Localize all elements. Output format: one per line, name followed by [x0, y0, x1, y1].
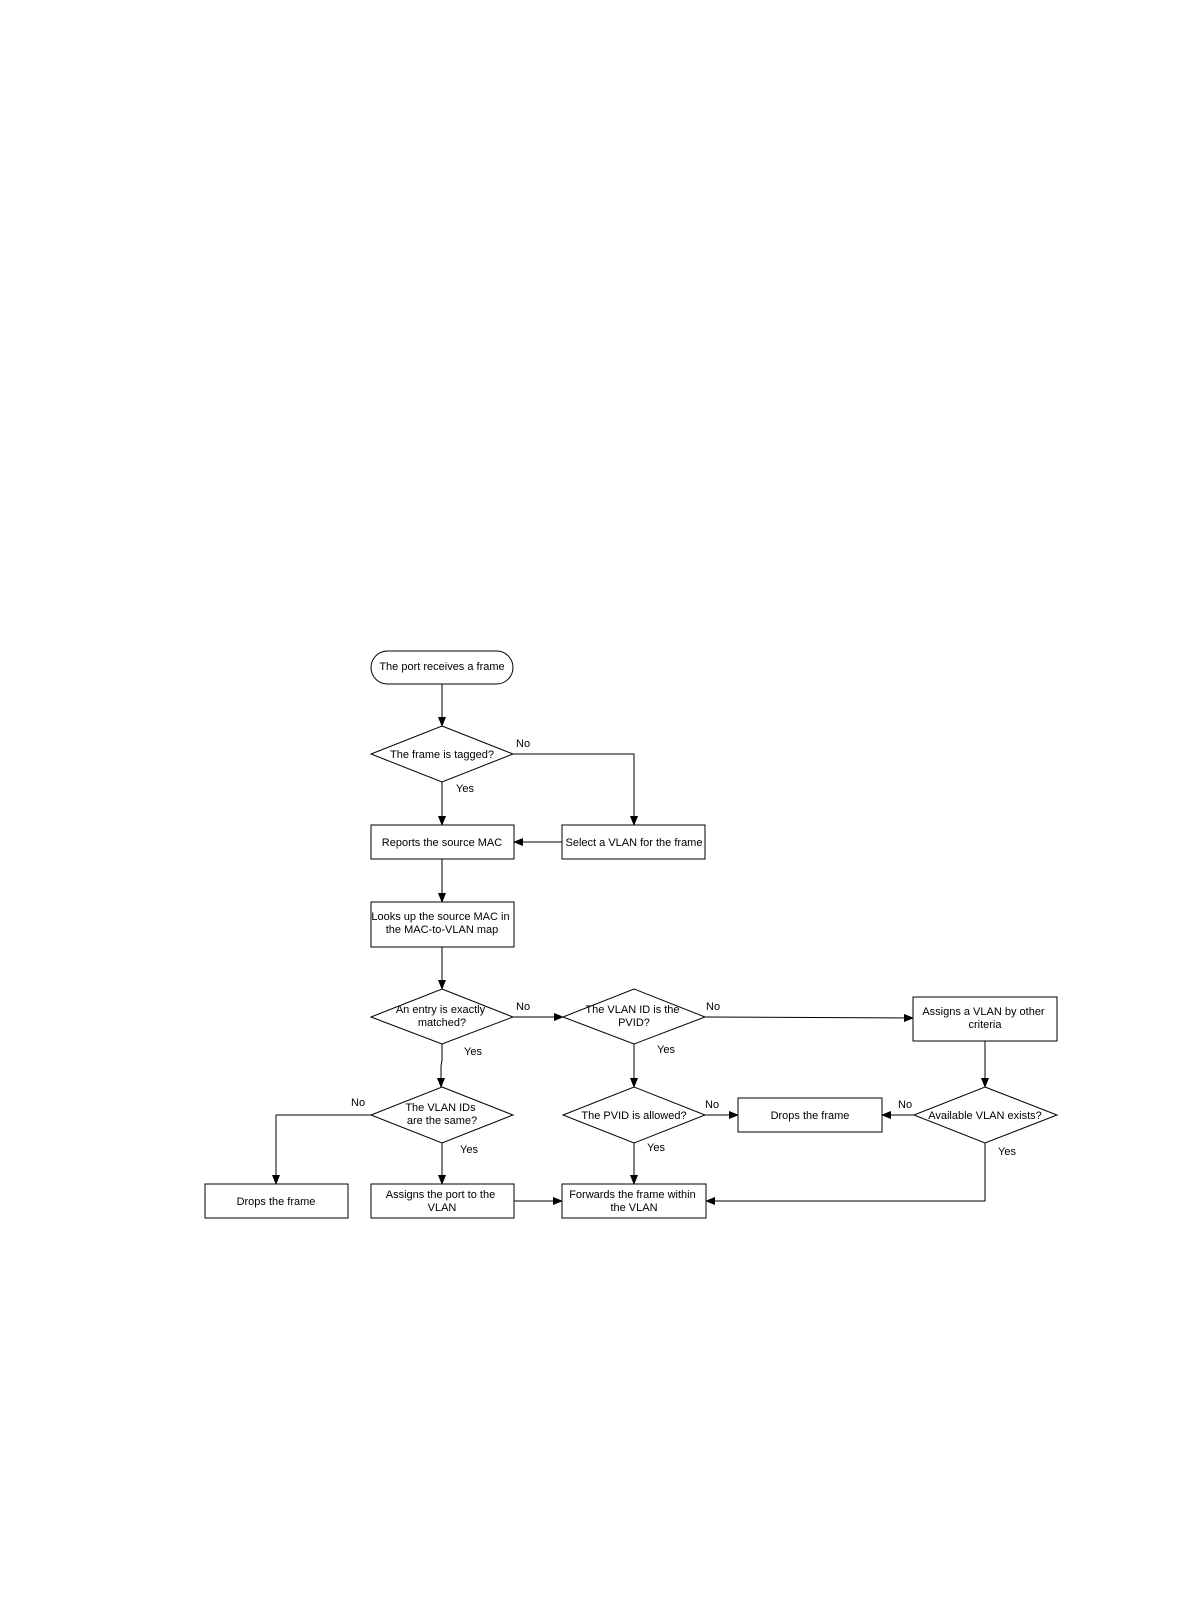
drops-mid-line-1: Drops the frame — [771, 1110, 850, 1122]
select-vlan-box: Select a VLAN for the frame — [561, 824, 706, 860]
forward-line-2: the VLAN — [610, 1202, 657, 1214]
report-mac-line-1: Reports the source MAC — [382, 837, 502, 849]
svg-text:Looks up the source MAC in: Looks up the source MAC in the MAC-to-VL… — [371, 911, 512, 936]
assign-port-line-1: Assigns the port to the — [386, 1189, 495, 1201]
start-terminator: The port receives a frame — [370, 650, 514, 685]
svg-text:Forwards the frame within: Forwards the frame within the VLAN — [569, 1189, 699, 1214]
assign-other-line-1: Assigns a VLAN by other — [922, 1006, 1045, 1018]
svg-text:Assigns the port to the: Assigns the port to the VLAN — [386, 1189, 499, 1214]
vlan-ids-same-line-2: are the same? — [407, 1115, 477, 1127]
forward-line-1: Forwards the frame within — [569, 1189, 696, 1201]
drops-frame-mid-box: Drops the frame — [737, 1097, 883, 1133]
svg-text:An entry is exactly ma: An entry is exactly matched? — [396, 1004, 488, 1029]
label-available-no: No — [898, 1099, 912, 1111]
drops-frame-left-box: Drops the frame — [204, 1183, 349, 1219]
connectors — [272, 684, 989, 1205]
edge-pvid-no-to-assign-other — [704, 1013, 914, 1022]
svg-text:The VLAN ID is the PVI: The VLAN ID is the PVID? — [585, 1004, 682, 1029]
pvid-allowed-decision: The PVID is allowed? — [561, 1086, 707, 1144]
lookup-mac-line-2: the MAC-to-VLAN map — [386, 924, 498, 936]
vlan-ids-same-line-1: The VLAN IDs — [405, 1102, 476, 1114]
edge-same-no-to-drops-left — [272, 1114, 371, 1185]
drops-left-line-1: Drops the frame — [237, 1196, 316, 1208]
svg-text:Drops the frame: Drops the frame — [771, 1110, 850, 1122]
lookup-mac-box: Looks up the source MAC in the MAC-to-VL… — [370, 901, 515, 948]
edge-tagged-no-to-select — [513, 753, 638, 826]
vlan-is-pvid-line-1: The VLAN ID is the — [585, 1004, 679, 1016]
nodes: The port receives a frame The frame is t… — [204, 650, 1059, 1219]
label-available-yes: Yes — [998, 1146, 1016, 1158]
svg-text:Drops the frame: Drops the frame — [237, 1196, 316, 1208]
entry-matched-line-2: matched? — [418, 1017, 466, 1029]
assign-other-line-2: criteria — [968, 1019, 1002, 1031]
label-allowed-yes: Yes — [647, 1142, 665, 1154]
svg-text:Reports the source MAC: Reports the source MAC — [382, 837, 502, 849]
vlan-ids-same-decision: The VLAN IDs are the same? — [369, 1086, 515, 1144]
label-same-yes: Yes — [460, 1144, 478, 1156]
is-tagged-line-1: The frame is tagged? — [390, 749, 494, 761]
label-matched-yes: Yes — [464, 1046, 482, 1058]
available-vlan-decision: Available VLAN exists? — [912, 1086, 1059, 1144]
lookup-mac-line-1: Looks up the source MAC in — [371, 911, 509, 923]
vlan-is-pvid-line-2: PVID? — [618, 1017, 650, 1029]
edge-available-yes-to-forward — [705, 1143, 986, 1205]
label-same-no: No — [351, 1097, 365, 1109]
forward-frame-box: Forwards the frame within the VLAN — [561, 1183, 707, 1219]
svg-text:Assigns a VLAN by other: Assigns a VLAN by other criteria — [922, 1006, 1047, 1031]
assign-port-box: Assigns the port to the VLAN — [370, 1183, 515, 1219]
edge-matched-yes-to-same — [437, 1044, 445, 1088]
edge-labels: No Yes No Yes No Yes No Yes No Yes No Ye… — [351, 738, 1016, 1158]
label-pvid-no: No — [706, 1001, 720, 1013]
svg-text:The PVID is allowed?: The PVID is allowed? — [581, 1110, 686, 1122]
start-line-1: The port receives a frame — [379, 661, 504, 673]
svg-text:Select a VLAN for the frame: Select a VLAN for the frame — [566, 837, 703, 849]
svg-text:The VLAN IDs are the s: The VLAN IDs are the same? — [405, 1102, 478, 1127]
vlan-is-pvid-decision: The VLAN ID is the PVID? — [561, 988, 707, 1045]
svg-text:Available VLAN exists?: Available VLAN exists? — [928, 1110, 1042, 1122]
label-tagged-yes: Yes — [456, 783, 474, 795]
frame-tagged-decision: The frame is tagged? — [369, 725, 515, 783]
label-tagged-no: No — [516, 738, 530, 750]
entry-matched-line-1: An entry is exactly — [396, 1004, 486, 1016]
assign-other-criteria-box: Assigns a VLAN by other criteria — [912, 996, 1058, 1042]
report-mac-box: Reports the source MAC — [370, 824, 515, 860]
label-allowed-no: No — [705, 1099, 719, 1111]
svg-text:The port receives a frame: The port receives a frame — [379, 661, 504, 673]
pvid-allowed-line-1: The PVID is allowed? — [581, 1110, 686, 1122]
label-pvid-yes: Yes — [657, 1044, 675, 1056]
label-matched-no: No — [516, 1001, 530, 1013]
select-vlan-line-1: Select a VLAN for the frame — [566, 837, 703, 849]
assign-port-line-2: VLAN — [428, 1202, 457, 1214]
available-vlan-line-1: Available VLAN exists? — [928, 1110, 1042, 1122]
svg-text:The frame is tagged?: The frame is tagged? — [390, 749, 494, 761]
entry-matched-decision: An entry is exactly matched? — [369, 988, 515, 1045]
